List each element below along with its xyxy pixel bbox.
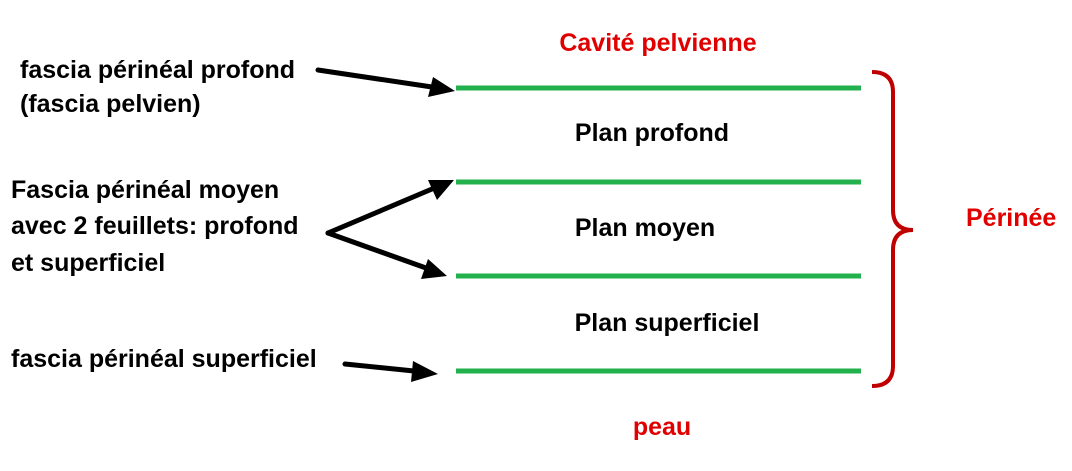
skin-label: peau: [632, 413, 692, 441]
deep-fascia-label-line2: (fascia pelvien): [20, 90, 201, 118]
middle-fascia-label-line2: avec 2 feuillets: profond: [11, 212, 299, 240]
middle-fascia-label-line1: Fascia périnéal moyen: [11, 176, 280, 204]
pelvic-cavity-label: Cavité pelvienne: [559, 29, 757, 57]
deep-fascia-label-line1: fascia périnéal profond: [20, 56, 296, 84]
middle-plane-label: Plan moyen: [574, 214, 716, 242]
arrow-superficial-fascia: [342, 361, 438, 382]
arrow-middle-fascia-upper: [325, 180, 454, 236]
deep-plane-label: Plan profond: [574, 119, 730, 147]
arrow-middle-fascia-lower: [325, 230, 447, 279]
middle-fascia-label-line3: et superficiel: [11, 249, 166, 277]
perineum-brace: [871, 70, 914, 388]
superficial-plane-label: Plan superficiel: [574, 309, 760, 337]
arrow-deep-fascia: [315, 67, 455, 97]
perineum-label: Périnée: [966, 204, 1057, 232]
superficial-fascia-label: fascia périnéal superficiel: [11, 345, 317, 373]
